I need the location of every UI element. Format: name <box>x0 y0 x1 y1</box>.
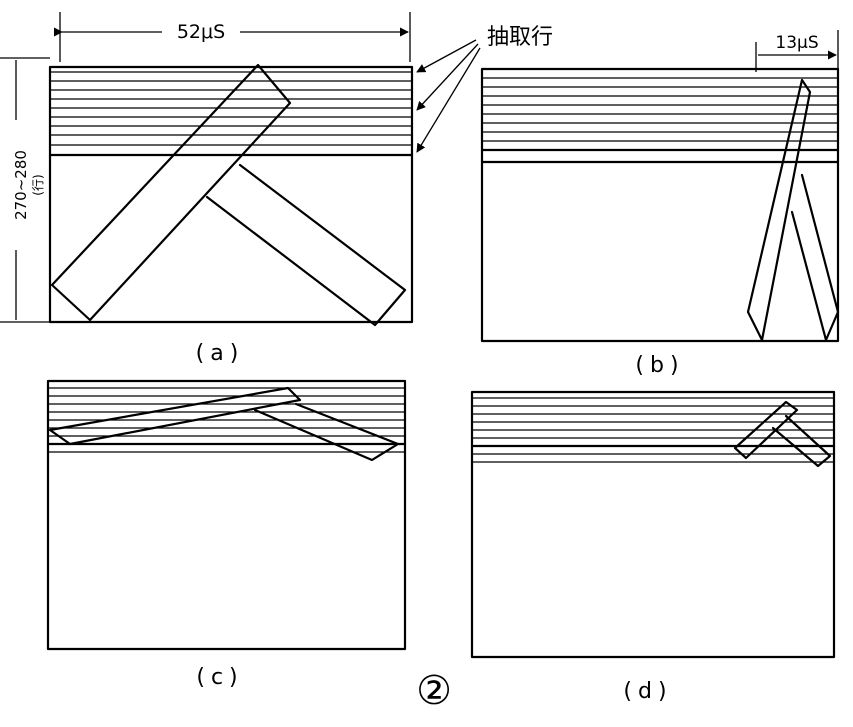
panel-a-width-dimension: 52μS <box>53 12 411 62</box>
panel-a-extract-lines <box>48 71 414 157</box>
extract-rows-callout: 抽取行 <box>416 25 553 153</box>
panel-d-frame <box>470 390 836 659</box>
panel-a-x-shape <box>50 63 407 327</box>
width-label-b: 13μS <box>775 33 818 53</box>
height-unit-label: (行) <box>31 174 45 195</box>
caption-c: (c) <box>196 665 243 690</box>
panel-b: 13μS (b) <box>480 30 840 378</box>
panel-d: (d) <box>470 390 836 704</box>
panel-b-frame <box>480 67 840 343</box>
panel-c-x-shape <box>48 386 400 462</box>
panel-b-width-dimension: 13μS <box>755 30 839 72</box>
width-label-a: 52μS <box>177 21 225 43</box>
caption-d: (d) <box>623 679 672 704</box>
caption-b: (b) <box>635 353 684 378</box>
panel-b-extract-lines <box>480 77 840 164</box>
panel-b-x-shape <box>746 78 840 342</box>
caption-a: (a) <box>196 341 245 366</box>
extract-rows-label: 抽取行 <box>487 25 553 50</box>
panel-d-x-shape <box>733 400 832 468</box>
panel-c-frame <box>46 379 407 651</box>
panel-a: 52μS 270~280 (行) (a) <box>0 12 414 366</box>
panel-c: (c) <box>46 379 407 690</box>
panel-d-extract-lines <box>470 397 836 463</box>
height-label-a: 270~280 <box>12 150 30 220</box>
panel-a-frame <box>48 65 414 324</box>
panel-a-height-dimension: 270~280 (行) <box>0 57 50 323</box>
figure-number: ② <box>416 668 452 714</box>
panel-c-extract-lines <box>46 387 407 453</box>
